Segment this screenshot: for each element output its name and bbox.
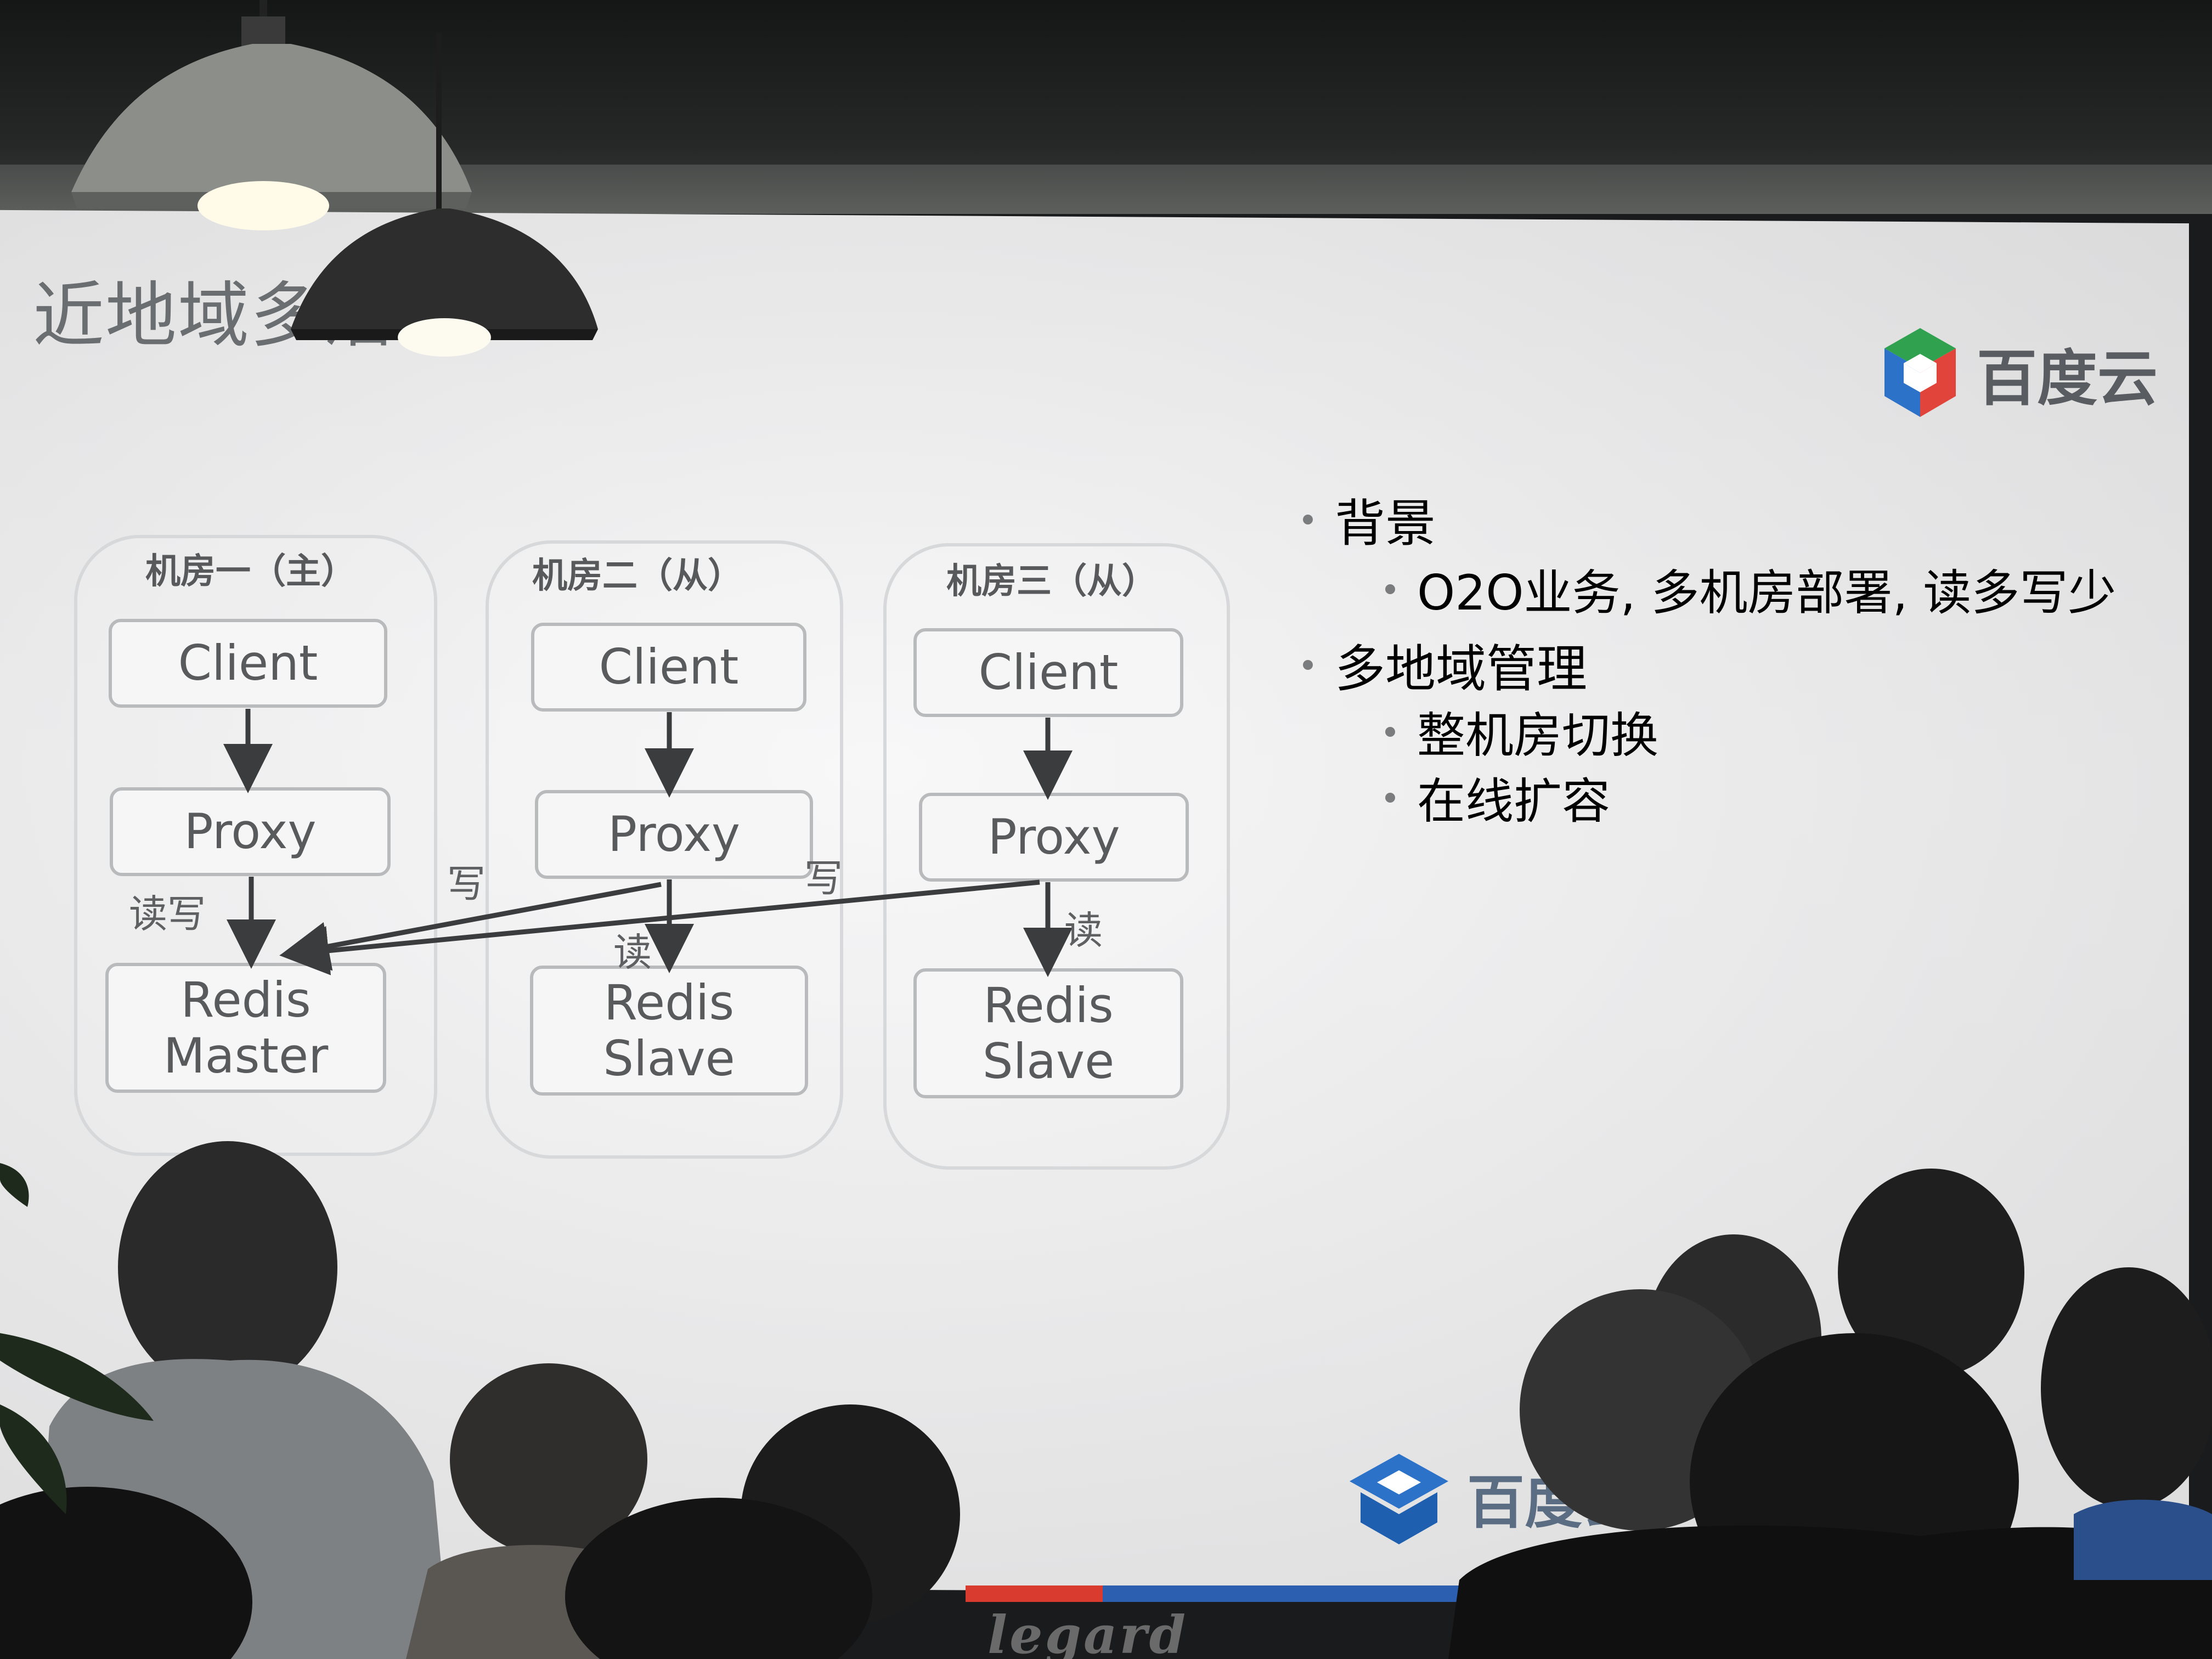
room-1-proxy-node: Proxy bbox=[110, 787, 391, 876]
baidu-cloud-logo-text: 百度云 bbox=[1977, 343, 2158, 414]
podium-brand-text: legard bbox=[988, 1605, 1188, 1659]
baidu-edu-logo-text: 百度云 bbox=[1467, 1469, 1640, 1536]
room-2-redis-slave-node: Redis Slave bbox=[530, 966, 808, 1096]
bullet-online-scale: 在线扩容 bbox=[1385, 763, 1610, 832]
baidu-cloud-logo-icon bbox=[1884, 328, 1956, 417]
edge-label-r3-write: 写 bbox=[804, 856, 843, 901]
room-1-redis-line1: Redis bbox=[180, 972, 311, 1029]
room-1-redis-line2: Master bbox=[163, 1027, 329, 1084]
room-3-client-node: Client bbox=[913, 628, 1183, 717]
bullet-multi-region: 多地域管理 bbox=[1303, 628, 1587, 701]
arrow-r2-proxy-to-master bbox=[279, 882, 662, 971]
pendant-lamp-icon bbox=[71, 0, 598, 357]
edge-label-r2-read: 读 bbox=[613, 930, 652, 975]
room-1-title: 机房一（主） bbox=[145, 551, 356, 592]
baidu-cloud-logo: 百度云 bbox=[1879, 324, 2158, 422]
room-2-client-node: Client bbox=[531, 623, 806, 712]
baidu-edu-logo-icon bbox=[1350, 1454, 1448, 1544]
bullet-o2o: O2O业务, 多机房部署, 读多写少 bbox=[1385, 554, 2116, 624]
room-2-redis-line1: Redis bbox=[603, 974, 735, 1031]
room-1-client-node: Client bbox=[109, 619, 387, 708]
room-3-redis-slave-node: Redis Slave bbox=[913, 968, 1183, 1098]
arrow-r3-proxy-to-master bbox=[279, 879, 1040, 975]
room-3-redis-line2: Slave bbox=[982, 1032, 1115, 1090]
edge-label-r1-readwrite: 读写 bbox=[129, 891, 206, 936]
room-1-redis-master-node: Redis Master bbox=[105, 963, 386, 1093]
room-3-redis-line1: Redis bbox=[983, 977, 1114, 1034]
room-2-redis-line2: Slave bbox=[603, 1030, 735, 1087]
screen-bottom-stripe bbox=[966, 1585, 1514, 1602]
bullet-background: 背景 bbox=[1303, 483, 1436, 556]
edge-label-r2-write: 写 bbox=[447, 861, 486, 906]
baidu-edu-logo: 百度云 bbox=[1344, 1448, 1640, 1547]
room-3-title: 机房三（从） bbox=[946, 561, 1157, 602]
room-2-title: 机房二（从） bbox=[532, 556, 743, 596]
bullet-switch-room: 整机房切换 bbox=[1385, 697, 1658, 766]
edge-label-r3-read: 读 bbox=[1064, 908, 1103, 953]
